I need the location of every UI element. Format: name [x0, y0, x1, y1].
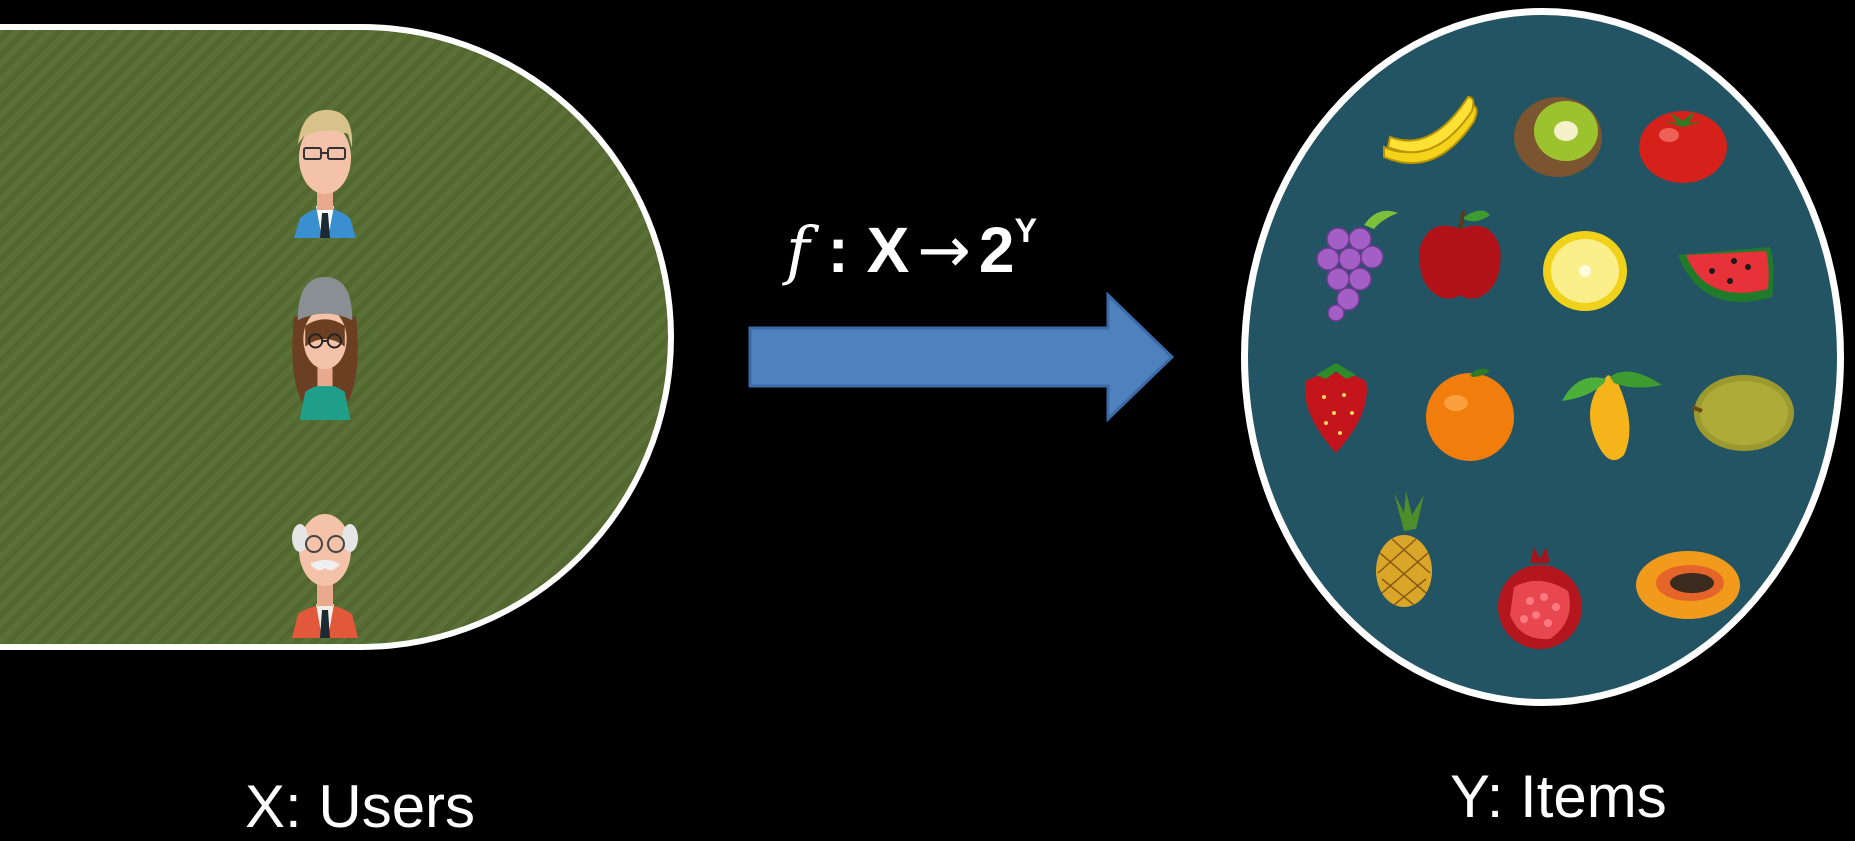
grapes-icon	[1316, 210, 1398, 322]
power-set-base: 2	[978, 214, 1015, 286]
old-man-glasses-icon	[292, 514, 358, 638]
orange-icon	[1426, 368, 1514, 461]
function-domain: X	[866, 214, 910, 286]
young-man-glasses-icon	[294, 109, 356, 238]
apple-icon	[1419, 210, 1501, 299]
pineapple-icon	[1376, 491, 1432, 607]
users-caption: X: Users	[245, 773, 476, 840]
woman-beanie-icon	[292, 276, 358, 420]
jackfruit-icon	[1691, 375, 1794, 451]
kiwi-icon	[1514, 97, 1602, 177]
watermelon-icon	[1678, 247, 1774, 302]
strawberry-icon	[1305, 363, 1367, 453]
items-panel	[1241, 8, 1844, 706]
maps-to-symbol: →	[917, 214, 971, 288]
users-panel	[0, 24, 674, 650]
function-label: f : X→2Y	[786, 214, 1037, 283]
function-symbol: f	[786, 214, 810, 288]
function-colon: :	[827, 214, 849, 286]
pomegranate-icon	[1498, 547, 1582, 649]
papaya-icon	[1636, 551, 1740, 619]
banana-icon	[1383, 95, 1478, 165]
tomato-icon	[1639, 111, 1727, 183]
mango-icon	[1562, 371, 1662, 461]
items-caption: Y: Items	[1450, 763, 1667, 830]
lemon-icon	[1543, 231, 1627, 311]
mapping-arrow-icon	[748, 292, 1175, 422]
power-set-exponent: Y	[1014, 211, 1038, 250]
